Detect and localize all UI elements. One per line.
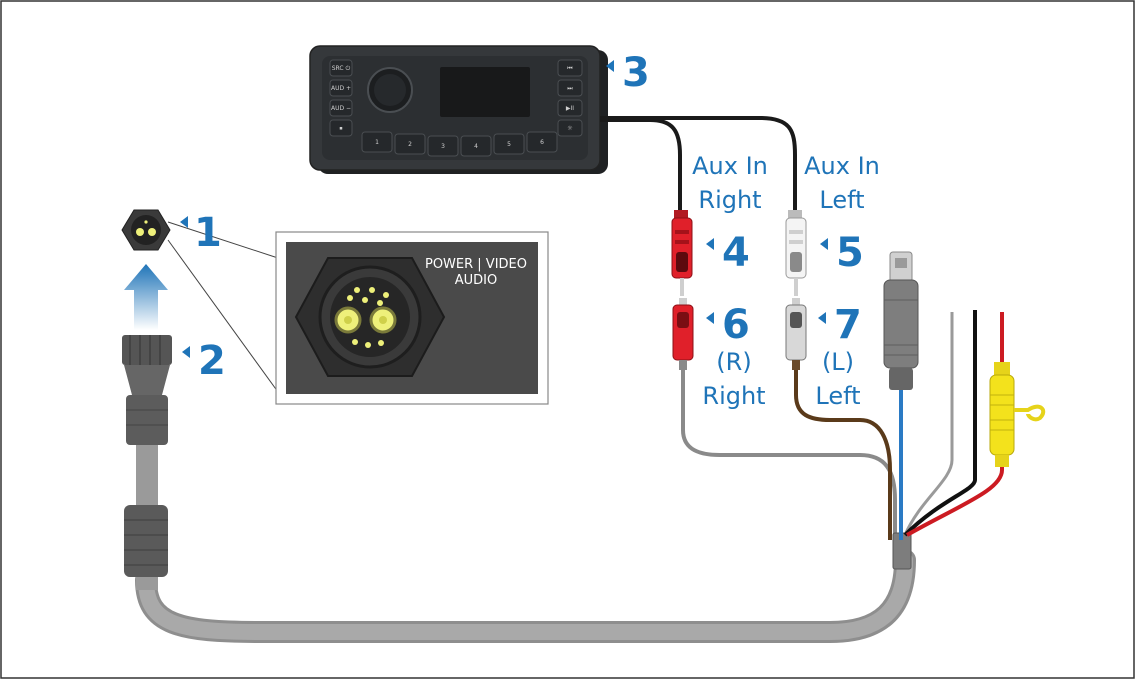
stereo-right-button: ☼ — [557, 119, 583, 137]
callout-5: 5 — [820, 230, 864, 276]
label-r-2: Right — [702, 382, 765, 410]
stereo-right-button-label: ☼ — [567, 125, 573, 132]
cable-aux-right — [600, 118, 682, 215]
socket-connector-1 — [121, 209, 171, 251]
stereo-left-button: SRC ⏻ — [329, 59, 353, 77]
stereo-screen — [440, 67, 530, 117]
stereo-right-button-label: ▶II — [566, 105, 574, 112]
connector-inset: POWER | VIDEO AUDIO — [275, 231, 549, 405]
stereo-right-buttons: ⏮ ⏭ ▶II ☼ — [557, 59, 583, 137]
callout-6-number: 6 — [722, 302, 750, 348]
stereo-preset-button-1: 1 — [361, 131, 393, 153]
label-l-2: Left — [815, 382, 860, 410]
stereo-right-button: ⏮ — [557, 59, 583, 77]
callout-2: 2 — [182, 338, 226, 384]
callout-5-number: 5 — [836, 230, 864, 276]
label-aux-left-1: Aux In — [804, 152, 880, 180]
callout-1: 1 — [180, 210, 222, 256]
stereo-head-unit: SRC ⏻ AUD + AUD − ⏹ ⏮ ⏭ ▶II ☼ 1 2 3 4 5 6 — [309, 45, 608, 174]
stereo-left-button: AUD − — [329, 99, 353, 117]
stereo-preset-button-5-label: 5 — [507, 141, 511, 148]
label-aux-right-1: Aux In — [692, 152, 768, 180]
rca-plug-aux-left-white — [785, 210, 807, 296]
callout-3: 3 — [606, 50, 650, 96]
ferrite-bead — [124, 505, 168, 577]
callout-3-number: 3 — [622, 50, 650, 96]
callout-6: 6 — [706, 302, 750, 348]
stereo-preset-button-3-label: 3 — [441, 143, 445, 150]
callout-4: 4 — [706, 230, 750, 276]
inset-label-line1: POWER | VIDEO — [425, 257, 527, 272]
red-power-wire — [906, 312, 1004, 537]
stereo-preset-button-2-label: 2 — [408, 141, 412, 148]
inset-label-line2: AUDIO — [455, 273, 498, 288]
stereo-left-button: ⏹ — [329, 119, 353, 137]
video-connector — [883, 251, 919, 390]
rca-socket-left-white — [785, 298, 807, 370]
callout-2-number: 2 — [198, 338, 226, 384]
stereo-right-button-label: ⏮ — [567, 65, 573, 72]
stereo-preset-button-4: 4 — [460, 135, 492, 157]
cable-right-grey — [681, 370, 897, 540]
stereo-preset-button-6-label: 6 — [540, 139, 544, 146]
stereo-preset-button-3: 3 — [427, 135, 459, 157]
callout-1-number: 1 — [194, 210, 222, 256]
inline-fuse-holder — [989, 362, 1046, 467]
rca-plug-aux-right-red — [671, 210, 693, 296]
stereo-left-button-label: SRC ⏻ — [332, 65, 351, 72]
grey-wire — [903, 312, 954, 536]
callout-4-number: 4 — [722, 230, 750, 276]
stereo-preset-button-2: 2 — [394, 133, 426, 155]
label-r-1: (R) — [716, 348, 751, 376]
stereo-right-button: ⏭ — [557, 79, 583, 97]
cable-connector-2 — [122, 335, 172, 445]
stereo-preset-button-6: 6 — [526, 131, 558, 153]
callout-7: 7 — [818, 302, 862, 348]
stereo-preset-button-4-label: 4 — [474, 143, 478, 150]
stereo-left-button: AUD + — [329, 79, 353, 97]
stereo-preset-buttons: 1 2 3 4 5 6 — [361, 131, 558, 157]
cable-aux-left — [600, 116, 797, 215]
stereo-left-buttons: SRC ⏻ AUD + AUD − ⏹ — [329, 59, 353, 137]
inset-guide-line — [167, 239, 279, 393]
stereo-left-button-label: AUD + — [331, 85, 351, 92]
stereo-preset-button-5: 5 — [493, 133, 525, 155]
stereo-right-button: ▶II — [557, 99, 583, 117]
label-aux-left-2: Left — [819, 186, 864, 214]
label-l-1: (L) — [822, 348, 854, 376]
stereo-preset-button-1-label: 1 — [375, 139, 379, 146]
black-wire — [903, 310, 977, 537]
rca-socket-right-red — [672, 298, 694, 370]
stereo-right-button-label: ⏭ — [567, 85, 573, 92]
stereo-left-button-label: ⏹ — [339, 125, 342, 132]
label-aux-right-2: Right — [698, 186, 761, 214]
connect-arrow — [124, 264, 168, 330]
stereo-left-button-label: AUD − — [331, 105, 351, 112]
inset-guide-line — [167, 221, 279, 259]
callout-7-number: 7 — [834, 302, 862, 348]
cable-left-brown — [794, 370, 892, 540]
